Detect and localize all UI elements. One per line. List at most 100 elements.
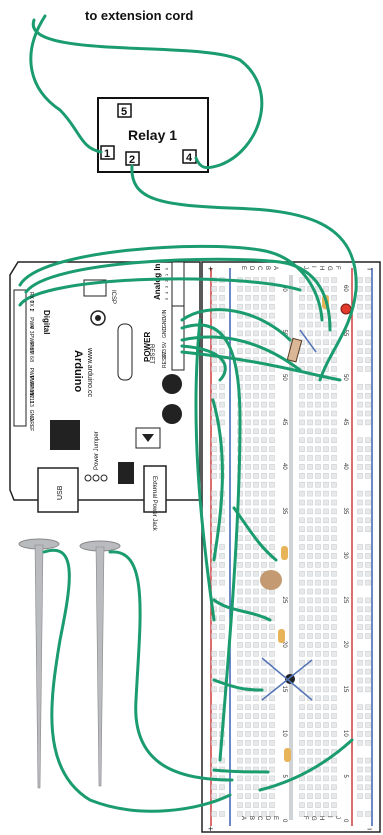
rail-hole: [211, 508, 217, 515]
breadboard-hole: [315, 704, 321, 710]
relay-title: Relay 1: [128, 127, 177, 143]
breadboard-hole: [307, 295, 313, 301]
breadboard-hole: [253, 544, 259, 550]
breadboard-hole: [261, 553, 267, 559]
breadboard-hole: [261, 330, 267, 337]
breadboard-hole: [253, 757, 259, 764]
breadboard-hole: [253, 633, 259, 639]
breadboard-hole: [331, 740, 337, 746]
breadboard-hole: [299, 784, 305, 791]
breadboard-hole: [237, 651, 243, 657]
rail-hole: [357, 419, 363, 426]
breadboard-hole: [269, 286, 275, 292]
breadboard-hole: [253, 392, 259, 399]
column-letter: B: [264, 266, 270, 270]
resistor-3: [278, 629, 285, 643]
wire-analog-1: [180, 308, 292, 342]
breadboard-hole: [331, 624, 337, 630]
breadboard-hole: [331, 731, 337, 737]
breadboard-hole: [307, 419, 313, 426]
rail-hole: [365, 357, 371, 363]
rail-hole: [357, 277, 363, 283]
breadboard-hole: [237, 348, 243, 354]
breadboard-hole: [269, 748, 275, 755]
breadboard-hole: [323, 570, 329, 577]
rail-hole: [365, 339, 371, 346]
rail-hole: [357, 615, 363, 621]
breadboard-hole: [253, 562, 259, 568]
breadboard-hole: [253, 366, 259, 372]
breadboard-hole: [245, 446, 251, 452]
breadboard-hole: [331, 642, 337, 648]
breadboard-hole: [299, 722, 305, 728]
rail-hole: [219, 659, 225, 666]
jumper-blue-1: [261, 657, 313, 701]
rail-hole: [357, 606, 363, 613]
breadboard-hole: [299, 455, 305, 461]
breadboard-hole: [261, 490, 267, 497]
relay: Relay 1 5 1 2 4: [97, 97, 209, 173]
breadboard-hole: [315, 481, 321, 488]
breadboard-hole: [269, 428, 275, 435]
breadboard-hole: [331, 312, 337, 319]
breadboard-hole: [331, 784, 337, 791]
breadboard-hole: [315, 312, 321, 319]
breadboard-hole: [261, 526, 267, 532]
rail-hole: [365, 570, 371, 577]
extension-cord-caption: to extension cord: [85, 8, 193, 23]
breadboard-hole: [269, 802, 275, 808]
breadboard-hole: [315, 597, 321, 604]
breadboard-hole: [331, 303, 337, 310]
rail-plus-top: +: [208, 264, 213, 274]
breadboard-hole: [245, 392, 251, 399]
breadboard-hole: [261, 392, 267, 399]
rail-hole: [357, 392, 363, 399]
row-number: 0: [281, 819, 287, 823]
breadboard-hole: [315, 508, 321, 515]
wire-arduino-top-2: [24, 257, 332, 332]
digital-header: [13, 289, 27, 427]
breadboard-hole: [261, 757, 267, 764]
breadboard-hole: [323, 766, 329, 773]
breadboard-hole: [253, 553, 259, 559]
rail-hole: [219, 286, 225, 292]
breadboard-hole: [323, 277, 329, 283]
breadboard-hole: [245, 508, 251, 515]
column-letter: B: [248, 816, 254, 820]
rail-hole: [219, 651, 225, 657]
rail-hole: [357, 490, 363, 497]
rail-hole: [211, 579, 217, 586]
breadboard-hole: [307, 392, 313, 399]
breadboard-hole: [331, 606, 337, 613]
breadboard-hole: [315, 428, 321, 435]
breadboard-hole: [307, 748, 313, 755]
analog-pin-label: 3: [164, 285, 169, 288]
breadboard-hole: [323, 553, 329, 559]
breadboard-hole: [253, 579, 259, 586]
rail-hole: [211, 286, 217, 292]
breadboard-hole: [269, 437, 275, 443]
row-number: 50: [342, 374, 348, 381]
breadboard-hole: [307, 802, 313, 808]
breadboard-hole: [307, 348, 313, 354]
digital-pin-label: PWM 9: [28, 368, 34, 385]
breadboard-hole: [237, 570, 243, 577]
breadboard-hole: [261, 802, 267, 808]
analog-pin-label: 5: [164, 297, 169, 300]
breadboard-hole: [315, 437, 321, 443]
rail-hole: [357, 659, 363, 666]
breadboard-hole: [315, 570, 321, 577]
breadboard-hole: [323, 446, 329, 452]
breadboard-hole: [331, 508, 337, 515]
breadboard-hole: [245, 499, 251, 506]
breadboard-hole: [245, 713, 251, 719]
breadboard-hole: [245, 375, 251, 381]
breadboard-hole: [269, 481, 275, 488]
rail-hole: [219, 606, 225, 613]
breadboard-hole: [315, 473, 321, 479]
breadboard-hole: [299, 419, 305, 426]
breadboard-hole: [261, 775, 267, 782]
breadboard-hole: [261, 295, 267, 301]
breadboard-hole: [307, 366, 313, 372]
